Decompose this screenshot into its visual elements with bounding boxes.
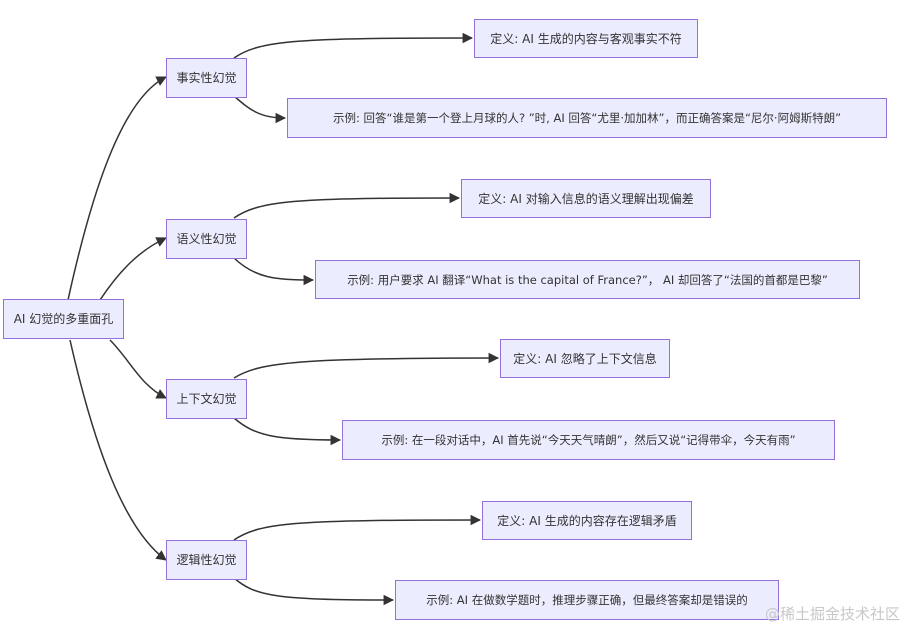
edge-logical-to-definition bbox=[233, 514, 482, 541]
example-node-semantic: 示例: 用户要求 AI 翻译“What is the capital of Fr… bbox=[315, 260, 860, 299]
root-node: AI 幻觉的多重面孔 bbox=[3, 299, 124, 339]
branch-node-factual: 事实性幻觉 bbox=[166, 58, 247, 98]
example-node-logical: 示例: AI 在做数学题时，推理步骤正确，但最终答案却是错误的 bbox=[395, 580, 779, 620]
definition-node-factual: 定义: AI 生成的内容与客观事实不符 bbox=[474, 19, 698, 58]
example-node-context: 示例: 在一段对话中，AI 首先说“今天天气晴朗”，然后又说“记得带伞，今天有雨… bbox=[342, 420, 835, 460]
example-node-factual: 示例: 回答“谁是第一个登上月球的人? ”时, AI 回答“尤里·加加林”，而正… bbox=[287, 98, 887, 138]
edge-context-to-example bbox=[233, 417, 342, 446]
edge-context-to-definition bbox=[233, 352, 500, 379]
edge-root-to-context bbox=[109, 339, 167, 399]
edge-root-to-semantic bbox=[99, 237, 167, 301]
edge-factual-to-definition bbox=[233, 32, 474, 59]
branch-node-context: 上下文幻觉 bbox=[166, 379, 247, 419]
definition-node-logical: 定义: AI 生成的内容存在逻辑矛盾 bbox=[482, 501, 692, 540]
edge-factual-to-example bbox=[233, 95, 287, 124]
edge-root-to-factual bbox=[67, 76, 167, 301]
edge-root-to-logical bbox=[69, 339, 167, 561]
definition-node-semantic: 定义: AI 对输入信息的语义理解出现偏差 bbox=[461, 179, 711, 218]
edge-logical-to-example bbox=[233, 577, 395, 606]
edge-semantic-to-definition bbox=[233, 192, 461, 219]
branch-node-semantic: 语义性幻觉 bbox=[166, 219, 247, 259]
definition-node-context: 定义: AI 忽略了上下文信息 bbox=[500, 339, 670, 378]
watermark: @稀土掘金技术社区 bbox=[764, 605, 900, 623]
branch-node-logical: 逻辑性幻觉 bbox=[166, 540, 247, 580]
edge-semantic-to-example bbox=[233, 257, 315, 286]
